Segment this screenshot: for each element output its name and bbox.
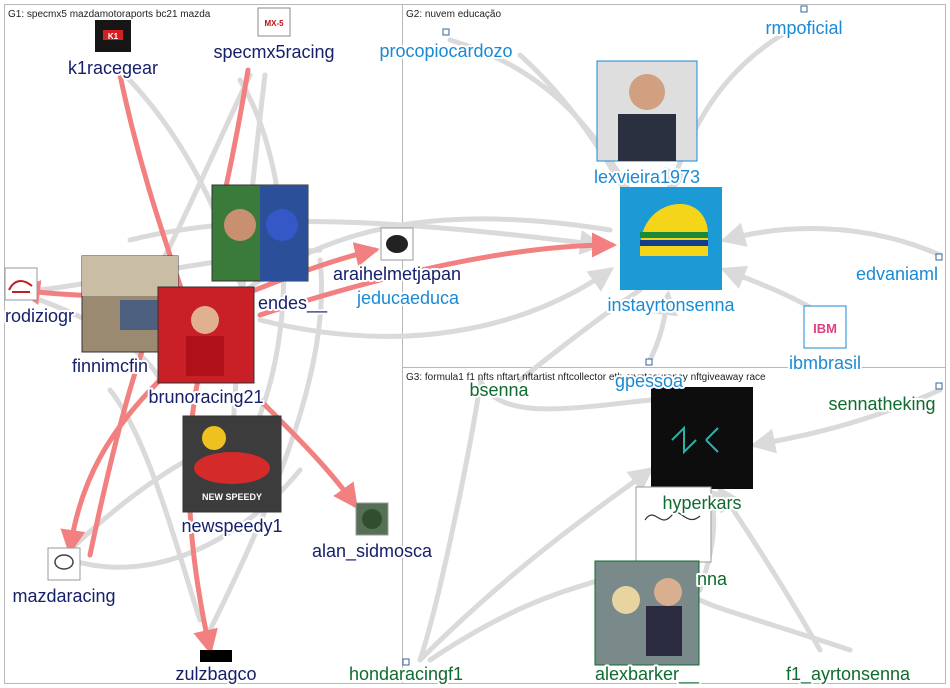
edge	[477, 377, 653, 412]
edge	[717, 485, 823, 653]
node-label-rmpoficial[interactable]: rmpoficial	[763, 16, 844, 40]
edge	[257, 267, 615, 339]
edge	[417, 382, 483, 663]
node-k1racegear[interactable]: K1	[95, 20, 131, 52]
group-title-g3: G3: formula1 f1 nfts nftart nftartist nf…	[406, 372, 766, 383]
node-label-alexbarker[interactable]: alexbarker__	[593, 662, 702, 687]
node-label-sennatheking[interactable]: sennatheking	[826, 392, 937, 416]
node-senna_signature[interactable]	[635, 486, 712, 563]
node-zulzbagco[interactable]	[200, 650, 232, 662]
node-label-brunoracing21[interactable]: brunoracing21	[146, 385, 265, 409]
mx5-logo-icon	[257, 7, 291, 37]
node-alexbarker[interactable]	[594, 560, 700, 666]
edge	[67, 467, 303, 570]
node-label-araihelmetjapan[interactable]: araihelmetjapan	[331, 262, 463, 286]
small-square-icon	[442, 28, 450, 36]
edge	[517, 287, 643, 383]
node-label-specmx5racing[interactable]: specmx5racing	[211, 40, 336, 64]
black-bar-icon	[200, 650, 232, 662]
edge	[417, 467, 655, 663]
node-newspeedy1[interactable]: NEW SPEEDY	[182, 415, 282, 513]
node-edvaniaml[interactable]	[935, 253, 943, 261]
edge	[720, 222, 943, 258]
mx5-logo-text: MX-5	[264, 19, 284, 28]
node-label-ibmbrasil[interactable]: ibmbrasil	[787, 351, 863, 375]
edge	[697, 597, 853, 653]
small-square-icon	[935, 382, 943, 390]
node-sennatheking[interactable]	[935, 382, 943, 390]
node-label-zulzbagco[interactable]: zulzbagco	[173, 662, 258, 686]
node-lexvieira1973[interactable]	[596, 60, 698, 162]
node-label-instayrtonsenna[interactable]: instayrtonsenna	[605, 293, 737, 317]
mazda-logo-icon	[47, 547, 81, 581]
node-label-rodiziogr[interactable]: rodiziogr	[3, 304, 76, 328]
edge	[750, 387, 943, 454]
edge	[257, 397, 358, 510]
edge	[127, 219, 605, 255]
node-instayrtonsenna[interactable]	[620, 187, 722, 290]
node-label-alan_sidmosca[interactable]: alan_sidmosca	[310, 539, 435, 564]
node-label-finnimcfin[interactable]: finnimcfin	[70, 354, 150, 378]
node-label-edvaniaml[interactable]: edvaniaml	[854, 262, 940, 286]
group-title-g2: G2: nuvem educação	[406, 9, 501, 20]
node-alan_sidmosca[interactable]	[355, 502, 389, 536]
node-procopiocardozo[interactable]	[442, 28, 450, 36]
node-label-k1racegear[interactable]: k1racegear	[66, 56, 160, 80]
small-square-icon	[935, 253, 943, 261]
node-label-procopiocardozo[interactable]: procopiocardozo	[377, 39, 514, 63]
node-hondaracingf1[interactable]	[402, 658, 410, 666]
node-label-mazdaracing[interactable]: mazdaracing	[10, 584, 117, 608]
node-brunoracing21[interactable]	[157, 286, 255, 384]
signature-icon	[635, 486, 712, 563]
small-square-icon	[402, 658, 410, 666]
group-title-g1: G1: specmx5 mazdamotoraports bc21 mazda	[8, 9, 211, 20]
node-label-bsenna[interactable]: bsenna	[467, 378, 531, 402]
node-label-senna-signature[interactable]: nna	[695, 567, 730, 591]
node-label-hondaracingf1[interactable]: hondaracingf1	[347, 662, 465, 686]
small-square-icon	[645, 358, 653, 366]
edge	[664, 27, 793, 195]
ibm-logo-text: IBM	[813, 321, 837, 336]
node-ibmbrasil[interactable]: IBM	[803, 305, 847, 349]
car-outline-icon	[4, 267, 38, 301]
edge	[60, 377, 163, 555]
node-label-hyperkars[interactable]: hyperkars	[660, 491, 743, 515]
node-label-gpessoa[interactable]: gpessoa	[613, 369, 686, 393]
node-label-lexvieira1973[interactable]: lexvieira1973	[592, 165, 702, 189]
node-rodiziogr[interactable]	[4, 267, 38, 301]
newspeedy-image-text: NEW SPEEDY	[202, 492, 262, 502]
small-square-icon	[800, 5, 808, 13]
node-gpessoa[interactable]	[645, 358, 653, 366]
hyperkars-logo-icon	[651, 387, 753, 489]
node-labels: k1racegear specmx5racing rodiziogr finni…	[3, 16, 940, 687]
node-rmpoficial[interactable]	[800, 5, 808, 13]
edge	[720, 265, 818, 313]
edge	[427, 577, 603, 663]
edge	[647, 290, 679, 363]
node-label-jeducaeduca[interactable]: jeducaeduca	[354, 286, 462, 310]
ibm-logo-icon	[803, 305, 847, 349]
edge	[257, 232, 617, 318]
node-hyperkars[interactable]	[651, 387, 753, 489]
node-label-mendes[interactable]: endes__	[256, 291, 330, 316]
node-specmx5racing[interactable]: MX-5	[257, 7, 291, 37]
node-mendes[interactable]	[211, 184, 309, 282]
node-label-f1_ayrtonsenna[interactable]: f1_ayrtonsenna	[784, 662, 913, 687]
node-mazdaracing[interactable]	[47, 547, 81, 581]
k1-logo-text: K1	[108, 32, 119, 41]
group-box-g3	[402, 367, 946, 684]
node-label-newspeedy1[interactable]: newspeedy1	[179, 514, 284, 538]
node-araihelmetjapan[interactable]	[380, 227, 414, 261]
